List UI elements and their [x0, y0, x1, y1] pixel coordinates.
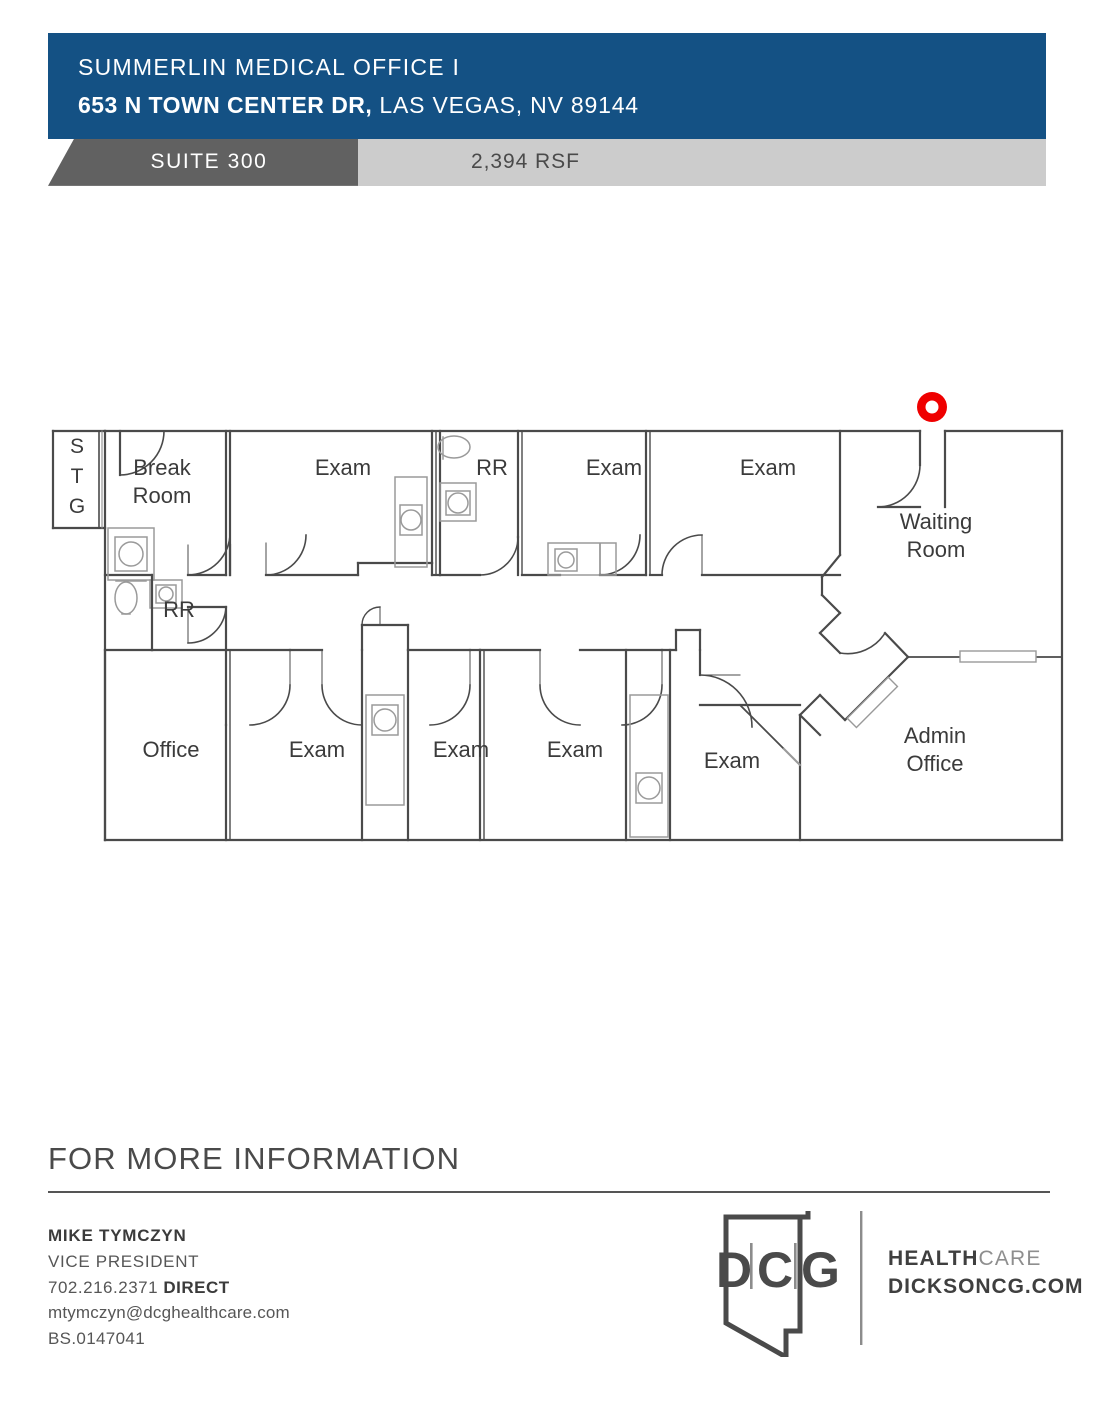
room-label-rr-left: RR — [163, 597, 195, 622]
contact-phone: 702.216.2371 DIRECT — [48, 1275, 1050, 1301]
suite-info-strip: SUITE 300 2,394 RSF — [48, 138, 1046, 186]
property-header: SUMMERLIN MEDICAL OFFICE I 653 N TOWN CE… — [48, 33, 1046, 186]
room-labels: S T G Break Room Exam RR Exam Exam Waiti… — [69, 435, 972, 776]
room-label-exam-b3: Exam — [547, 737, 603, 762]
logo-line-healthcare: HEALTHCARE — [888, 1245, 1083, 1273]
exam-cabinet-mid-left — [365, 694, 405, 806]
area-badge: 2,394 RSF — [358, 138, 1046, 186]
exam-cabinet-mid-right — [629, 694, 669, 838]
reception-window — [959, 650, 1037, 663]
logo-care: CARE — [978, 1247, 1042, 1270]
room-label-rr-top: RR — [476, 455, 508, 480]
room-label-exam-b4: Exam — [704, 748, 760, 773]
logo-health: HEALTH — [888, 1247, 979, 1270]
room-label-break-room-l1: Break — [133, 455, 191, 480]
logo-wordmark: HEALTHCARE DICKSONCG.COM — [888, 1245, 1083, 1300]
logo-letter-d: D — [716, 1242, 752, 1298]
room-label-waiting-l2: Room — [907, 537, 966, 562]
floor-plan-drawing: S T G Break Room Exam RR Exam Exam Waiti… — [51, 392, 1064, 842]
contact-email[interactable]: mtymczyn@dcghealthcare.com — [48, 1303, 290, 1323]
logo-divider-2 — [794, 1243, 797, 1289]
restroom-sink-lower — [149, 579, 183, 609]
exam7-door-leaf — [782, 747, 802, 767]
dcg-logo: D C G HEALTHCARE DICKSONCG.COM — [708, 1205, 1083, 1357]
room-label-exam-top-2: Exam — [586, 455, 642, 480]
room-label-stg-s: S — [70, 435, 84, 458]
room-label-office: Office — [142, 737, 199, 762]
room-label-exam-b1: Exam — [289, 737, 345, 762]
contact-title: VICE PRESIDENT — [48, 1251, 200, 1271]
property-header-bar: SUMMERLIN MEDICAL OFFICE I 653 N TOWN CE… — [48, 33, 1046, 139]
footer-heading: FOR MORE INFORMATION — [48, 1141, 461, 1176]
restroom-sink-upper — [439, 482, 477, 522]
reception-door-leaf — [846, 676, 899, 729]
page-title: SUMMERLIN MEDICAL OFFICE I — [78, 54, 461, 80]
footer: FOR MORE INFORMATION MIKE TYMCZYN VICE P… — [48, 1141, 1083, 1363]
contact-phone-tag: DIRECT — [163, 1277, 230, 1297]
exam1-cabinet — [394, 476, 428, 568]
exam2-counter — [547, 542, 617, 576]
room-label-admin-l2: Office — [906, 751, 963, 776]
area-label: 2,394 RSF — [471, 150, 580, 174]
wall-lines — [51, 429, 1064, 842]
address-city-state: LAS VEGAS, NV 89144 — [372, 92, 639, 119]
footer-divider — [48, 1191, 1050, 1193]
suite-badge: SUITE 300 — [48, 138, 358, 186]
restroom-toilet-lower — [114, 580, 147, 615]
room-label-waiting-l1: Waiting — [900, 509, 973, 534]
contact-phone-number[interactable]: 702.216.2371 — [48, 1277, 159, 1297]
room-label-stg-t: T — [71, 465, 84, 488]
room-label-stg-g: G — [69, 495, 85, 518]
logo-letter-g: G — [801, 1242, 840, 1298]
room-label-exam-b2: Exam — [433, 737, 489, 762]
room-label-exam-top-3: Exam — [740, 455, 796, 480]
contact-name: MIKE TYMCZYN — [48, 1226, 187, 1245]
nevada-outline-icon — [723, 1211, 811, 1357]
logo-line-website[interactable]: DICKSONCG.COM — [888, 1274, 1084, 1298]
room-label-admin-l1: Admin — [904, 723, 966, 748]
address-street: 653 N TOWN CENTER DR, — [78, 92, 373, 119]
logo-letter-c: C — [757, 1242, 793, 1298]
dcg-logo-mark: D C G — [716, 1211, 863, 1357]
room-label-exam-top-1: Exam — [315, 455, 371, 480]
break-room-sink — [107, 527, 155, 581]
restroom-toilet-upper — [437, 435, 471, 460]
suite-label: SUITE 300 — [150, 150, 268, 174]
logo-divider-1 — [750, 1243, 753, 1289]
property-address: 653 N TOWN CENTER DR, LAS VEGAS, NV 8914… — [78, 91, 1046, 120]
room-label-break-room-l2: Room — [133, 483, 192, 508]
floor-plan: S T G Break Room Exam RR Exam Exam Waiti… — [40, 385, 1070, 885]
suite-entrance-marker[interactable] — [917, 392, 947, 422]
contact-block: MIKE TYMCZYN VICE PRESIDENT 702.216.2371… — [48, 1211, 1083, 1363]
logo-separator-rule — [860, 1211, 863, 1345]
contact-license: BS.0147041 — [48, 1329, 145, 1349]
